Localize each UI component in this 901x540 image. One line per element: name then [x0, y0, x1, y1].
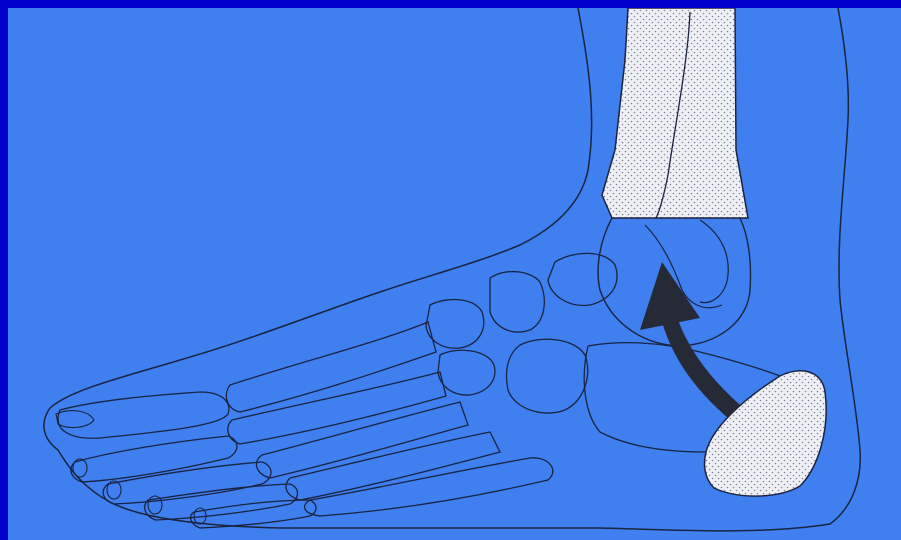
- diagram-panel: [8, 8, 901, 540]
- foot-diagram: [8, 8, 901, 540]
